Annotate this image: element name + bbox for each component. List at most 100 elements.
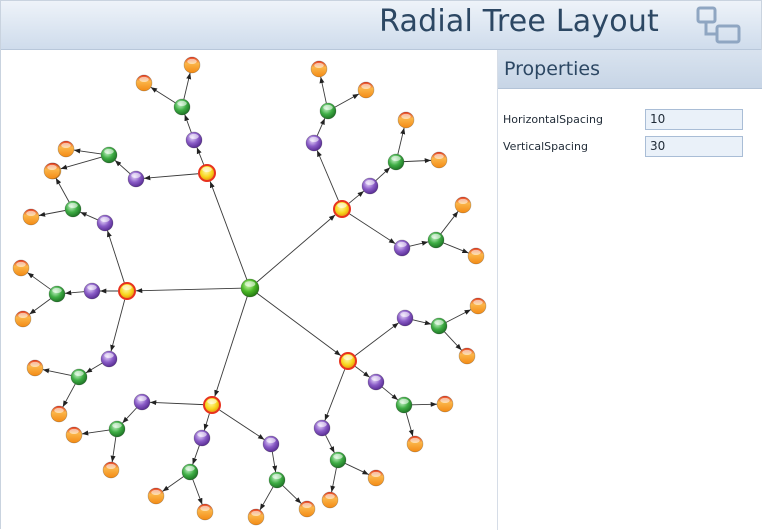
tree-edge xyxy=(80,211,98,221)
horizontal-spacing-label: HorizontalSpacing xyxy=(503,113,603,126)
property-row-horizontal-spacing: HorizontalSpacing 10 xyxy=(498,109,762,133)
leaf-node-highlight xyxy=(30,361,40,367)
tree-edge xyxy=(271,451,278,473)
tree-edge xyxy=(110,436,117,463)
tree-edge xyxy=(354,366,370,378)
level3-node-highlight xyxy=(399,398,409,404)
leaf-node-highlight xyxy=(471,249,481,255)
leaf-node-highlight xyxy=(151,489,161,495)
level2-node-highlight xyxy=(100,216,110,222)
level2-node-highlight xyxy=(309,136,319,142)
leaf-node-highlight xyxy=(302,502,312,508)
level3-node-highlight xyxy=(74,370,84,376)
tree-edge xyxy=(345,463,369,475)
level2-node-highlight xyxy=(397,241,407,247)
leaf-node-highlight xyxy=(139,76,149,82)
tree-edge xyxy=(114,159,131,175)
tree-edge xyxy=(209,181,248,280)
root-node-highlight xyxy=(244,281,256,287)
tree-edge xyxy=(62,383,76,408)
properties-header: Properties xyxy=(498,50,762,89)
window-title: Radial Tree Layout xyxy=(379,4,659,39)
graph-canvas[interactable] xyxy=(1,50,498,530)
leaf-node-highlight xyxy=(187,58,197,64)
tree-edge xyxy=(55,177,70,203)
tree-edge xyxy=(27,272,51,290)
tree-edge xyxy=(411,401,438,407)
tree-edge xyxy=(38,210,66,217)
tree-edge xyxy=(354,322,399,356)
tree-edge xyxy=(334,93,360,108)
level2-node-highlight xyxy=(400,311,410,317)
tree-edge xyxy=(375,167,391,181)
leaf-node-highlight xyxy=(314,62,324,68)
leaf-node-highlight xyxy=(462,349,472,355)
tree-edge xyxy=(183,72,192,100)
vertical-spacing-input[interactable]: 30 xyxy=(645,136,743,157)
level3-node-highlight xyxy=(68,202,78,208)
level2-node-highlight xyxy=(266,437,276,443)
tree-edge xyxy=(444,331,462,351)
tree-edge xyxy=(64,290,85,296)
tree-edge xyxy=(42,368,72,376)
tree-edge xyxy=(348,190,365,204)
leaf-node-highlight xyxy=(410,437,420,443)
tree-edge xyxy=(397,127,406,155)
level1-node-highlight xyxy=(207,398,217,404)
leaf-node-highlight xyxy=(16,261,26,267)
leaf-node-highlight xyxy=(401,113,411,119)
leaf-node-highlight xyxy=(371,471,381,477)
tree-edge xyxy=(405,412,414,437)
level1-node-highlight xyxy=(202,166,212,172)
property-row-vertical-spacing: VerticalSpacing 30 xyxy=(498,136,762,160)
level3-node-highlight xyxy=(272,473,282,479)
level3-node-highlight xyxy=(333,453,343,459)
tree-edge xyxy=(150,86,176,104)
leaf-node-highlight xyxy=(440,397,450,403)
leaf-node-highlight xyxy=(361,83,371,89)
tree-edge xyxy=(403,158,432,164)
horizontal-spacing-input[interactable]: 10 xyxy=(645,109,743,130)
leaf-node-highlight xyxy=(18,312,28,318)
tree-edge xyxy=(29,298,51,315)
level3-node-highlight xyxy=(434,319,444,325)
tree-edge xyxy=(60,156,102,170)
tree-edge xyxy=(282,485,302,504)
level1-node-highlight xyxy=(337,202,347,208)
level3-node-highlight xyxy=(104,148,114,154)
leaf-node-highlight xyxy=(473,299,483,305)
radial-tree-graph[interactable] xyxy=(1,50,497,530)
tree-edge xyxy=(162,476,184,492)
tree-edge xyxy=(122,407,137,424)
tree-edge xyxy=(184,114,192,133)
leaf-node-highlight xyxy=(200,505,210,511)
tree-edge xyxy=(73,148,102,155)
tree-edge xyxy=(412,319,432,326)
leaf-node-highlight xyxy=(251,510,261,516)
tree-edge xyxy=(143,173,199,181)
level2-node-highlight xyxy=(189,133,199,139)
level2-node-highlight xyxy=(371,375,381,381)
vertical-spacing-label: VerticalSpacing xyxy=(503,140,588,153)
title-bar: Radial Tree Layout xyxy=(1,1,761,50)
tree-edge xyxy=(192,445,200,465)
leaf-node-highlight xyxy=(54,407,64,413)
tree-edge xyxy=(196,147,205,165)
tree-edge xyxy=(85,362,103,374)
tree-edge xyxy=(214,296,248,397)
leaf-node-highlight xyxy=(458,198,468,204)
tree-edge xyxy=(259,486,274,511)
level2-node-highlight xyxy=(137,395,147,401)
tree-edge xyxy=(349,213,396,245)
properties-panel: Properties HorizontalSpacing 10 Vertical… xyxy=(498,50,762,530)
level3-node-highlight xyxy=(112,422,122,428)
level3-node-highlight xyxy=(177,100,187,106)
tree-edge xyxy=(256,293,342,356)
tree-edge xyxy=(445,309,472,323)
level3-node-highlight xyxy=(185,465,195,471)
tree-edge xyxy=(443,242,469,254)
level3-node-highlight xyxy=(391,155,401,161)
tree-edge xyxy=(256,214,336,283)
level2-node-highlight xyxy=(197,431,207,437)
